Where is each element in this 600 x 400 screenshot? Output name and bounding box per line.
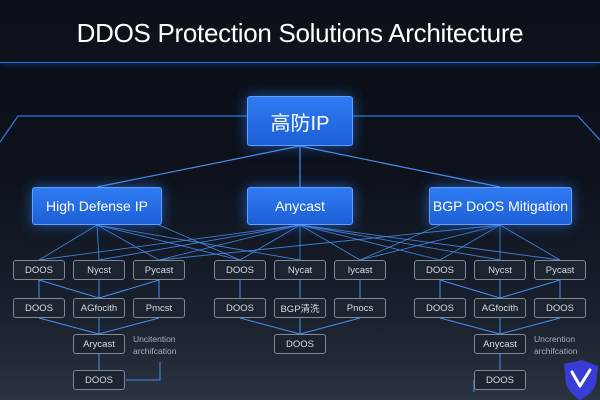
leaf-mid-r2-2: BGP清洗 <box>274 298 326 318</box>
note-left-line1: Uncitention <box>133 334 176 344</box>
leaf-left-r1-2: Nycst <box>73 260 125 280</box>
note-right-line1: Uncrention <box>534 334 576 344</box>
leaf-right-r2-1: DOOS <box>414 298 466 318</box>
leaf-mid-r2-3: Pnocs <box>334 298 386 318</box>
diagram-title: DDOS Protection Solutions Architecture <box>76 18 524 48</box>
note-left: Uncitention archifcation <box>133 333 176 357</box>
title-band <box>0 0 600 63</box>
note-right: Uncrention archifcation <box>534 333 577 357</box>
leaf-right-r4: DOOS <box>474 370 526 390</box>
note-left-line2: archifcation <box>133 346 177 356</box>
node-high-defense-ip: High Defense IP <box>32 187 162 225</box>
leaf-left-r2-3: Pmcst <box>133 298 185 318</box>
node-high-defense-ip-cn: 高防IP <box>247 96 353 146</box>
leaf-right-r2-3: DOOS <box>534 298 586 318</box>
leaf-mid-r1-3: Iycast <box>334 260 386 280</box>
leaf-right-r3: Anycast <box>474 334 526 354</box>
leaf-mid-r2-1: DOOS <box>214 298 266 318</box>
note-right-line2: archifcation <box>534 346 578 356</box>
leaf-left-r2-1: DOOS <box>13 298 65 318</box>
leaf-left-r1-1: DOOS <box>13 260 65 280</box>
leaf-mid-r3: DOOS <box>274 334 326 354</box>
leaf-left-r1-3: Pycast <box>133 260 185 280</box>
leaf-mid-r1-2: Nycat <box>274 260 326 280</box>
leaf-left-r2-2: AGfocith <box>73 298 125 318</box>
shield-logo-icon <box>564 360 598 400</box>
node-anycast: Anycast <box>247 187 353 225</box>
leaf-right-r1-3: Pycast <box>534 260 586 280</box>
node-bgp-mitigation: BGP DoOS Mitigation <box>429 187 572 225</box>
leaf-left-r3: Arycast <box>73 334 125 354</box>
leaf-right-r1-2: Nycst <box>474 260 526 280</box>
leaf-right-r2-2: AGfocith <box>474 298 526 318</box>
leaf-mid-r1-1: DOOS <box>214 260 266 280</box>
leaf-right-r1-1: DOOS <box>414 260 466 280</box>
leaf-left-r4: DOOS <box>73 370 125 390</box>
